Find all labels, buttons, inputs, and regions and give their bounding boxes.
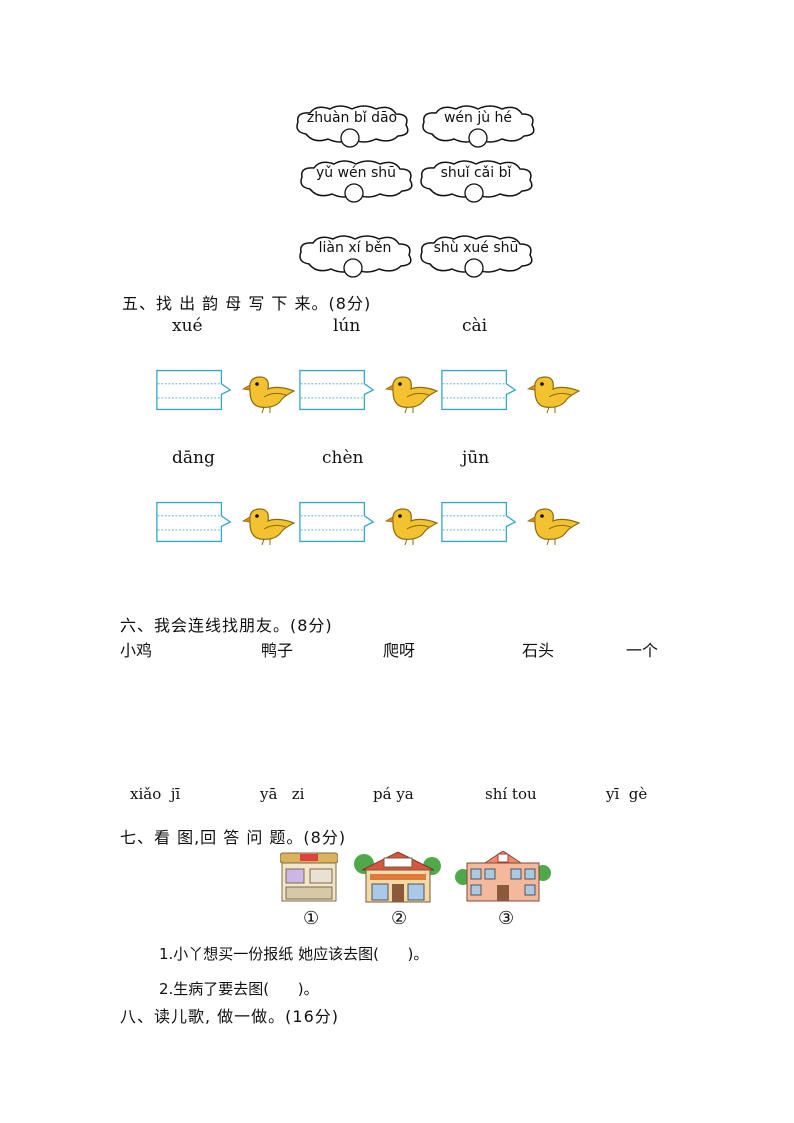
hospital-image — [455, 851, 551, 902]
question-2: 2.生病了要去图( )。 — [159, 980, 319, 998]
answer-box[interactable] — [441, 367, 517, 413]
cloud-word-4: shuǐ cǎi bǐ — [416, 159, 536, 203]
question-1: 1.小丫想买一份报纸 她应该去图( )。 — [159, 945, 429, 963]
cloud-pinyin: shù xué shū — [433, 240, 519, 256]
picture-label-1: ① — [303, 908, 320, 929]
pinyin-xiaoji[interactable]: xiǎo jī — [130, 785, 181, 803]
word-shitou[interactable]: 石头 — [522, 641, 555, 660]
cloud-pinyin: zhuàn bǐ dāo — [306, 110, 398, 126]
section-8-heading: 八、读儿歌, 做一做。(16分) — [120, 1007, 340, 1026]
cloud-pinyin: wén jù hé — [443, 110, 513, 126]
answer-box[interactable] — [441, 499, 517, 545]
pinyin-cai: cài — [462, 316, 488, 336]
cloud-pinyin: liàn xí běn — [318, 240, 392, 256]
bird-icon — [242, 508, 296, 546]
pinyin-shitou[interactable]: shí tou — [485, 785, 537, 803]
section-7-heading: 七、看 图,回 答 问 题。(8分) — [120, 828, 347, 847]
answer-box[interactable] — [156, 499, 232, 545]
pinyin-paya[interactable]: pá ya — [373, 785, 414, 803]
word-yige[interactable]: 一个 — [626, 641, 659, 660]
newsstand-image — [280, 852, 338, 902]
word-xiaoji[interactable]: 小鸡 — [120, 641, 153, 660]
bird-icon — [242, 376, 296, 414]
section-5-heading: 五、找 出 韵 母 写 下 来。(8分) — [122, 294, 372, 313]
pinyin-jun: jūn — [462, 448, 490, 468]
bird-icon — [527, 508, 581, 546]
answer-box[interactable] — [156, 367, 232, 413]
cloud-word-1: zhuàn bǐ dāo — [292, 104, 412, 148]
pinyin-xue: xué — [172, 316, 203, 336]
pinyin-dang: dāng — [172, 448, 215, 468]
shop-image — [354, 851, 441, 903]
answer-box[interactable] — [299, 499, 375, 545]
bird-icon — [385, 376, 439, 414]
cloud-word-3: yǔ wén shū — [296, 159, 416, 203]
picture-label-2: ② — [391, 908, 408, 929]
picture-label-3: ③ — [498, 908, 515, 929]
cloud-word-5: liàn xí běn — [295, 234, 415, 278]
cloud-word-6: shù xué shū — [416, 234, 536, 278]
answer-box[interactable] — [299, 367, 375, 413]
pinyin-yige[interactable]: yī gè — [606, 785, 648, 803]
cloud-pinyin: yǔ wén shū — [315, 165, 397, 181]
cloud-pinyin: shuǐ cǎi bǐ — [440, 165, 512, 181]
word-yazi[interactable]: 鸭子 — [261, 641, 294, 660]
word-paya[interactable]: 爬呀 — [383, 641, 416, 660]
section-6-heading: 六、我会连线找朋友。(8分) — [120, 616, 333, 635]
pinyin-chen: chèn — [322, 448, 364, 468]
bird-icon — [527, 376, 581, 414]
pinyin-yazi[interactable]: yā zi — [260, 785, 305, 803]
pinyin-lun: lún — [333, 316, 361, 336]
cloud-word-2: wén jù hé — [418, 104, 538, 148]
bird-icon — [385, 508, 439, 546]
